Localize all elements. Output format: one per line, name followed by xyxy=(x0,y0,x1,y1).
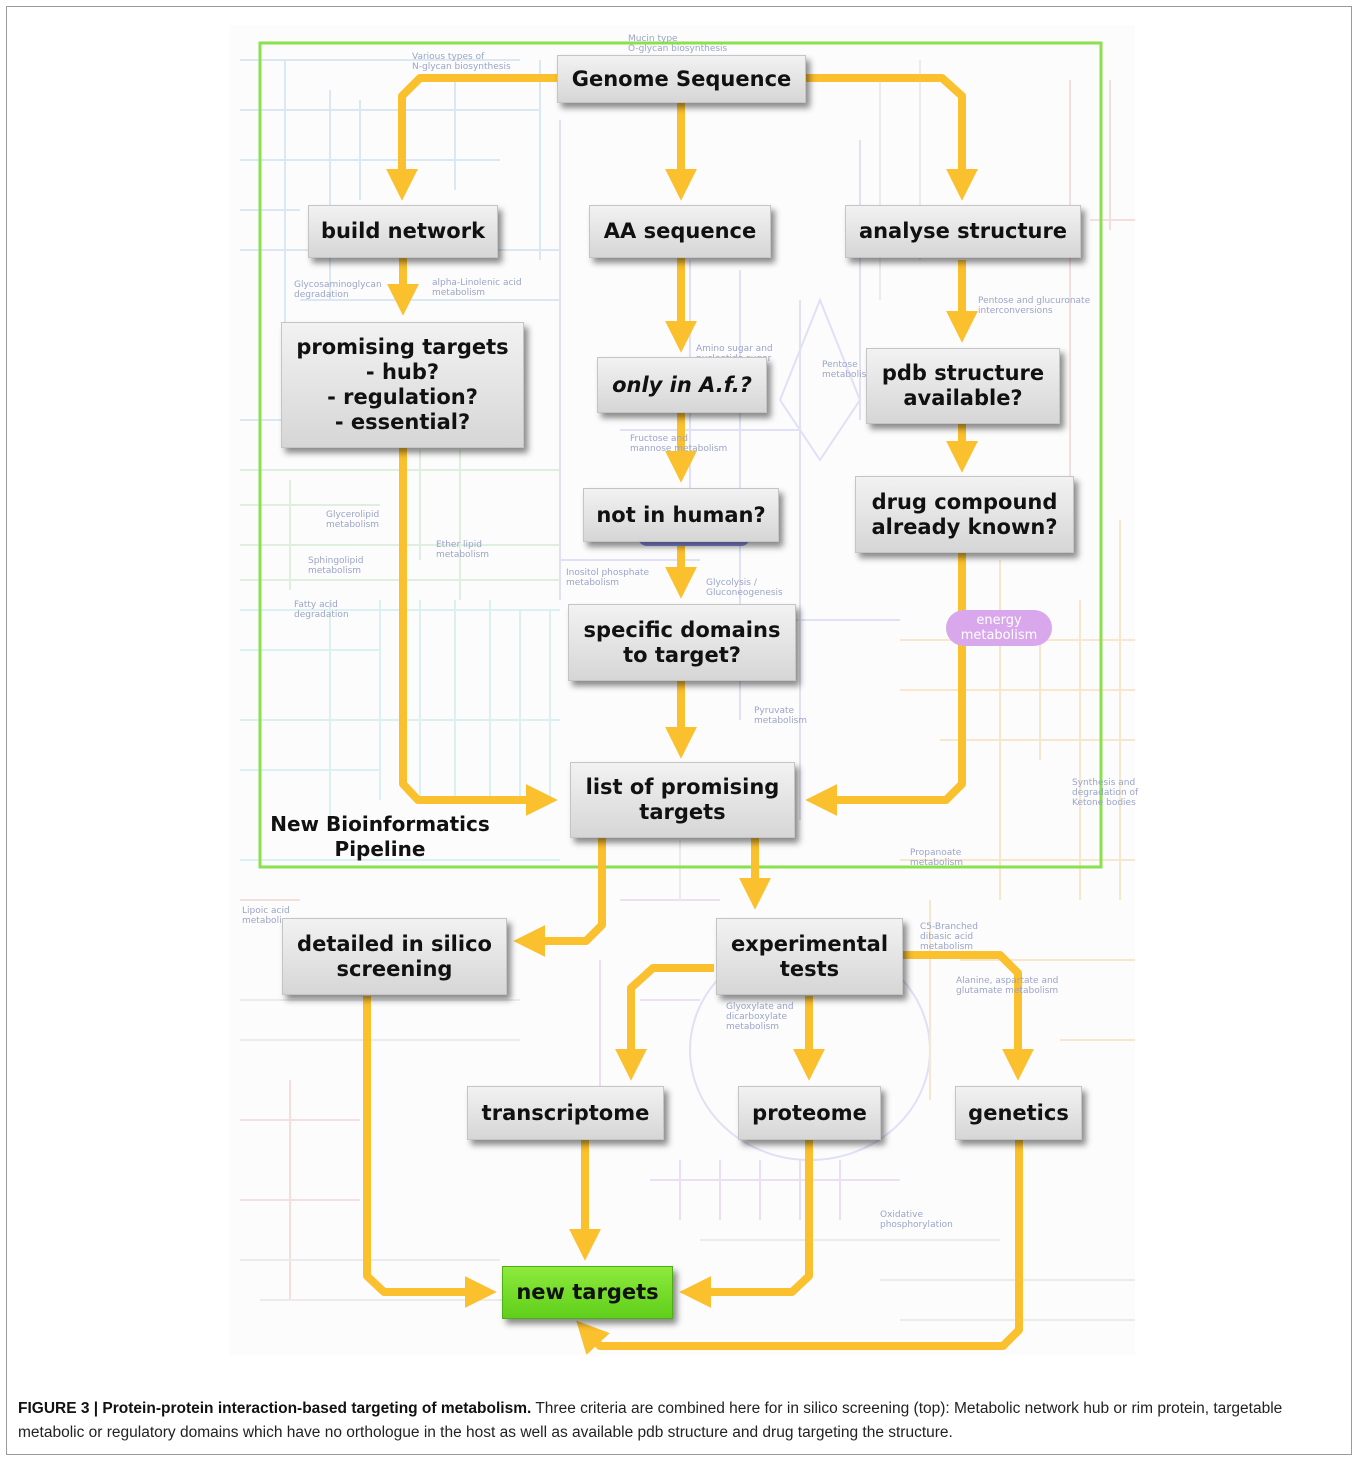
node-pdb-structure: pdb structure available? xyxy=(866,348,1060,424)
arrow-genetics-to-newtargets xyxy=(576,1140,1023,1355)
connectors xyxy=(363,74,1034,1355)
node-new-targets: new targets xyxy=(502,1266,673,1319)
bg-label: Lipoic acid metabolism xyxy=(242,906,296,926)
figure-frame xyxy=(6,6,1352,1455)
node-transcriptome: transcriptome xyxy=(467,1086,664,1140)
bg-label: Sphingolipid metabolism xyxy=(308,556,364,576)
bg-label: Glycosaminoglycan degradation xyxy=(294,280,382,300)
node-genetics: genetics xyxy=(955,1086,1082,1140)
bg-label: Synthesis and degradation of Ketone bodi… xyxy=(1072,778,1139,808)
arrow-drug-to-list xyxy=(805,552,966,816)
bg-label: Pyruvate metabolism xyxy=(754,706,808,726)
node-genome-sequence: Genome Sequence xyxy=(557,55,806,103)
bg-label: Glyoxylate and dicarboxylate metabolism xyxy=(726,1002,794,1032)
caption-text: Three criteria are combined here for in … xyxy=(18,1400,1283,1441)
pipeline-label: New Bioinformatics Pipeline xyxy=(270,812,490,861)
bg-label: Ether lipid metabolism xyxy=(436,540,490,560)
node-build-network: build network xyxy=(308,205,498,258)
node-experimental-tests: experimental tests xyxy=(716,918,903,995)
bg-label: Inositol phosphate metabolism xyxy=(566,568,650,588)
bg-label: Alanine, aspartate and glutamate metabol… xyxy=(956,976,1059,996)
node-only-in-af: only in A.f.? xyxy=(597,357,767,413)
node-analyse-structure: analyse structure xyxy=(845,205,1081,258)
node-aa-sequence: AA sequence xyxy=(589,205,771,258)
node-not-in-human: not in human? xyxy=(583,488,779,542)
arrow-experimental-to-transcriptome xyxy=(615,964,714,1081)
arrow-screening-to-newtargets xyxy=(363,996,497,1308)
node-promising-targets: promising targets - hub? - regulation? -… xyxy=(281,322,524,448)
bg-label: Pentose metabolism xyxy=(822,360,876,380)
bg-label: Oxidative phosphorylation xyxy=(880,1210,953,1230)
bg-label: Fatty acid degradation xyxy=(294,600,349,620)
bg-label: C5-Branched dibasic acid metabolism xyxy=(920,922,978,952)
arrow-experimental-to-genetics xyxy=(903,951,1034,1081)
arrow-genome-to-structure xyxy=(806,74,978,201)
bg-label: Propanoate metabolism xyxy=(910,848,964,868)
node-proteome: proteome xyxy=(738,1086,881,1140)
caption-label: FIGURE 3 | Protein-protein interaction-b… xyxy=(18,1400,532,1417)
arrow-list-to-screening xyxy=(513,838,606,957)
arrow-proteome-to-newtargets xyxy=(679,1140,813,1308)
node-drug-compound: drug compound already known? xyxy=(855,476,1074,553)
energy-metabolism-pill: energy metabolism xyxy=(946,610,1052,646)
arrow-promising-to-list xyxy=(399,448,558,816)
arrow-genome-to-network xyxy=(386,74,557,201)
figure-caption: FIGURE 3 | Protein-protein interaction-b… xyxy=(18,1397,1344,1445)
bg-label: Glycerolipid metabolism xyxy=(326,510,380,530)
node-detailed-in-silico-screening: detailed in silico screening xyxy=(282,918,507,995)
bg-label: Various types of N-glycan biosynthesis xyxy=(412,52,511,72)
bg-label: Pentose and glucuronate interconversions xyxy=(978,296,1091,316)
bg-label: Mucin type O-glycan biosynthesis xyxy=(628,34,728,54)
bg-label: alpha-Linolenic acid metabolism xyxy=(432,278,522,298)
bg-label: Fructose and mannose metabolism xyxy=(630,434,728,454)
node-list-of-promising-targets: list of promising targets xyxy=(570,762,795,838)
pipeline-border xyxy=(258,41,1103,869)
node-specific-domains: specific domains to target? xyxy=(568,604,796,681)
bg-label: Glycolysis / Gluconeogenesis xyxy=(706,578,783,598)
